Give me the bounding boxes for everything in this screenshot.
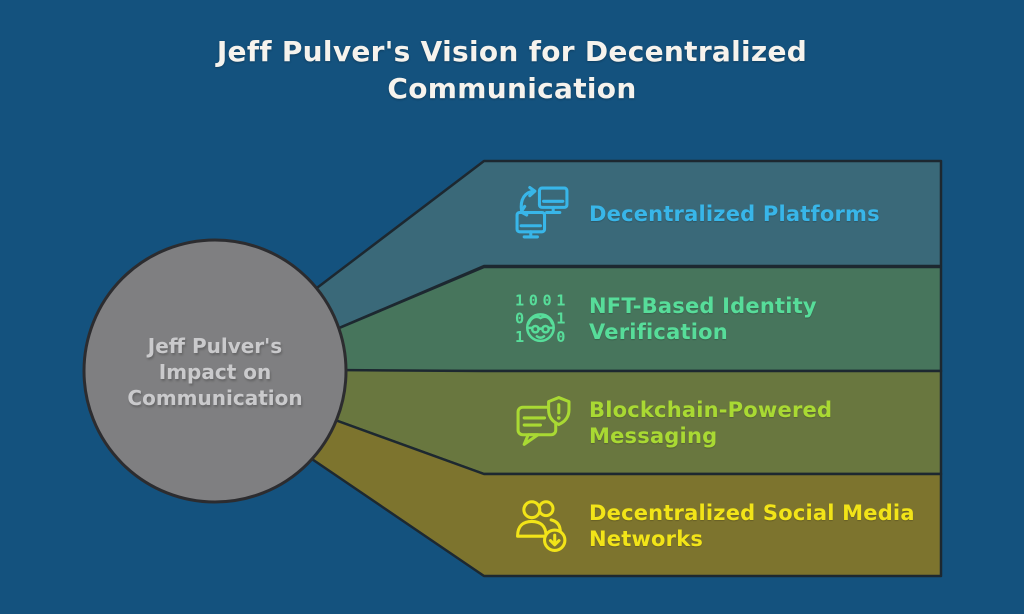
users-download-icon: [516, 500, 567, 552]
page-title-line-2: Communication: [387, 72, 637, 105]
band-label-line: Verification: [589, 319, 728, 344]
page-title-line-1: Jeff Pulver's Vision for Decentralized: [216, 35, 808, 68]
chat-shield-icon: [516, 396, 571, 446]
band-label-line: Blockchain-Powered: [589, 397, 833, 422]
band-label: NFT-Based Identity Verification: [589, 293, 817, 345]
band-label: Decentralized Social Media Networks: [589, 500, 915, 552]
binary-digit: 0: [556, 328, 565, 346]
binary-digit: 1: [515, 328, 524, 346]
binary-face-identity-icon: 1 0 0 1 0 1 1 0: [515, 291, 565, 346]
band-label: Decentralized Platforms: [589, 201, 880, 227]
center-label-line-2: Impact on: [158, 360, 272, 384]
binary-digit: 1: [556, 310, 565, 328]
band-item-blockchain-messaging: Blockchain-Powered Messaging: [514, 371, 832, 474]
binary-digit: 0: [529, 291, 538, 309]
band-label-line: Messaging: [589, 423, 718, 448]
band-label-line: NFT-Based Identity: [589, 293, 817, 318]
center-label-line-1: Jeff Pulver's: [147, 334, 283, 358]
center-label-line-3: Communication: [127, 386, 303, 410]
band-item-decentralized-platforms: Decentralized Platforms: [514, 161, 880, 266]
band-label-line: Decentralized Platforms: [589, 201, 880, 226]
monitors-sync-icon: [515, 186, 569, 239]
binary-digit: 0: [515, 310, 524, 328]
binary-digit: 1: [556, 291, 565, 309]
band-label-line: Networks: [589, 526, 704, 551]
binary-digit: 1: [515, 291, 524, 309]
band-item-nft-identity: 1 0 0 1 0 1 1 0 NFT-Based Identity Ver: [514, 267, 817, 370]
center-circle-label: Jeff Pulver's Impact on Communication: [93, 333, 337, 411]
band-item-social-networks: Decentralized Social Media Networks: [514, 475, 915, 576]
page-title: Jeff Pulver's Vision for Decentralized C…: [0, 33, 1024, 107]
band-label-line: Decentralized Social Media: [589, 500, 915, 525]
binary-digit: 0: [543, 291, 552, 309]
band-label: Blockchain-Powered Messaging: [589, 397, 832, 449]
center-circle: [82, 238, 348, 504]
